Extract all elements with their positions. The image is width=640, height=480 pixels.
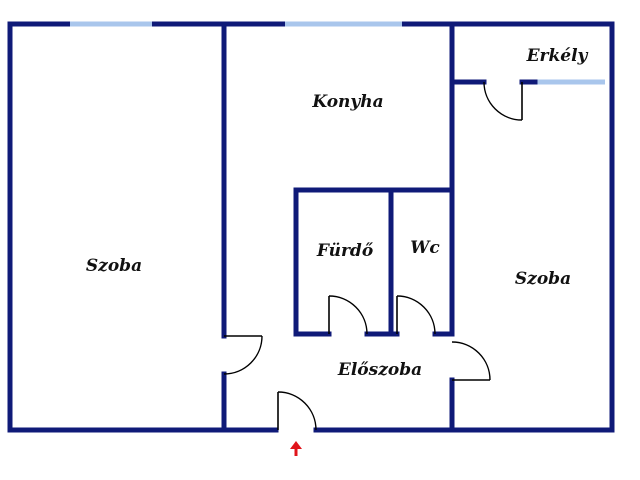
- room-label-hallway: Előszoba: [337, 360, 422, 380]
- door-entrance[interactable]: [277, 391, 317, 431]
- room-label-left-room: Szoba: [86, 256, 142, 276]
- room-label-right-room: Szoba: [515, 269, 571, 289]
- door-bathroom[interactable]: [328, 295, 368, 335]
- room-label-wc: Wc: [410, 238, 440, 258]
- windows: [70, 21, 605, 85]
- entrance-arrow-icon: [290, 441, 302, 456]
- room-label-bathroom: Fürdő: [316, 241, 374, 261]
- door-right-room[interactable]: [451, 341, 491, 381]
- door-left-room[interactable]: [223, 335, 263, 375]
- room-label-balcony: Erkély: [526, 46, 589, 66]
- door-balcony[interactable]: [483, 81, 523, 121]
- doors: [223, 81, 523, 431]
- room-label-kitchen: Konyha: [311, 92, 383, 112]
- room-labels: Szoba Konyha Fürdő Wc Erkély Szoba Elősz…: [86, 46, 589, 380]
- interior-walls: [221, 21, 538, 433]
- door-wc[interactable]: [396, 295, 436, 335]
